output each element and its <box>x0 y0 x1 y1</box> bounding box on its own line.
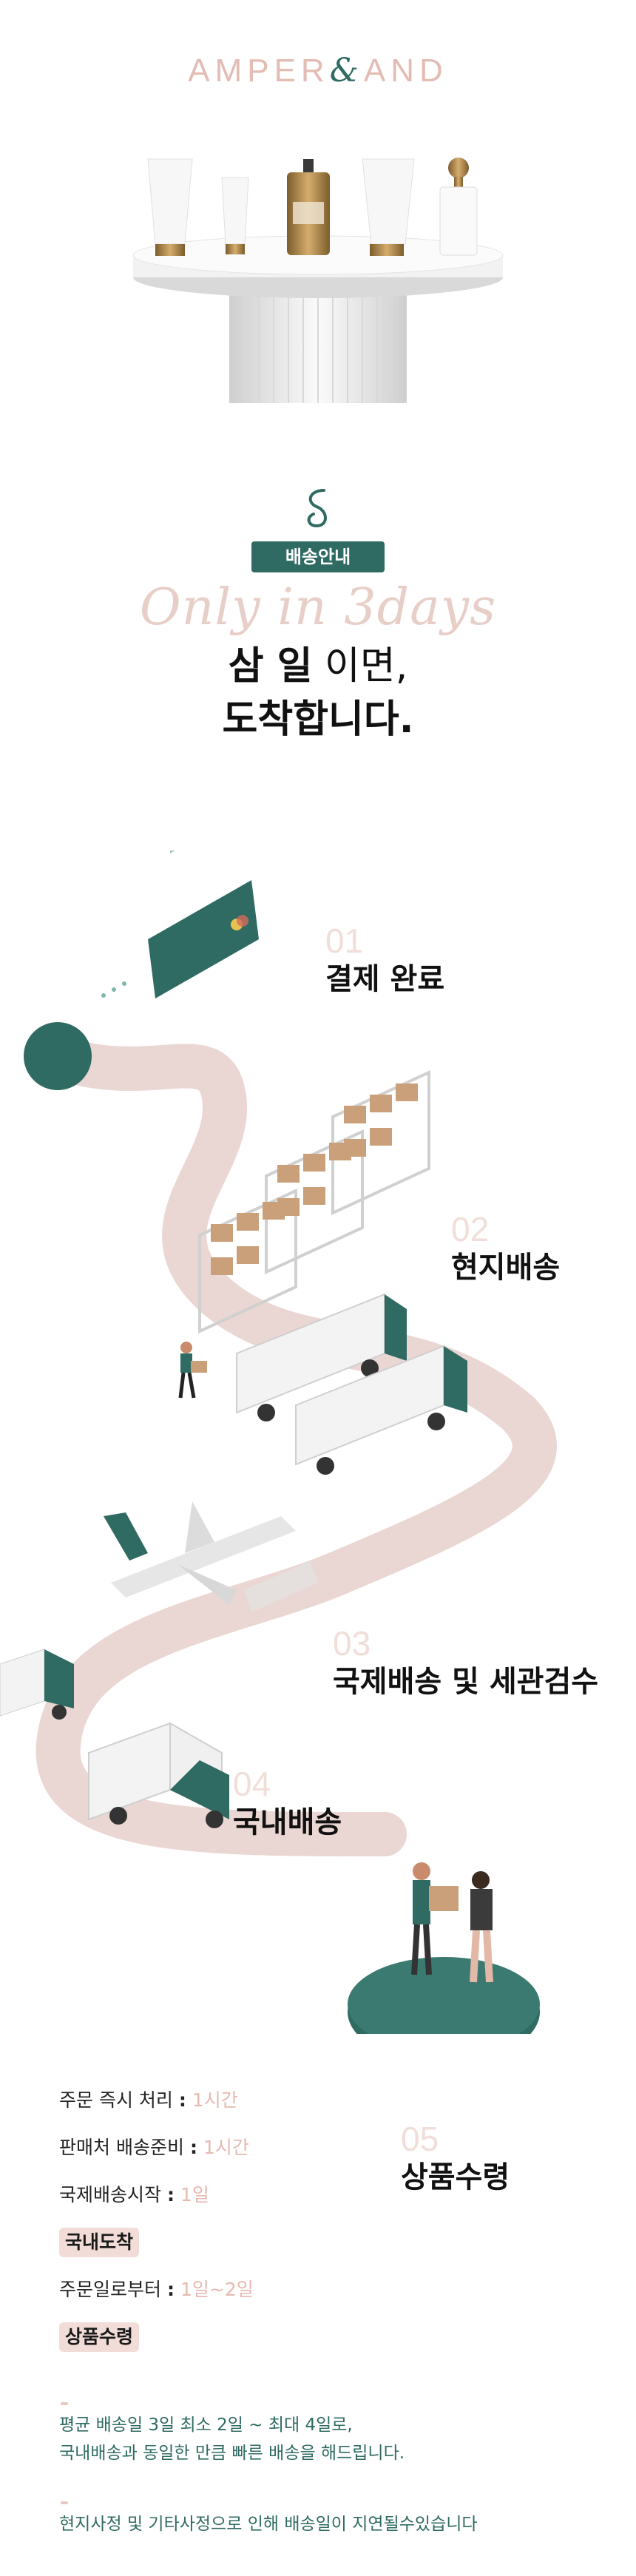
schedule-row: 국제배송시작:1일 <box>59 2184 209 2205</box>
delivery-truck-domestic <box>88 1722 229 1828</box>
headline-line1: 삼 일 이면, <box>0 640 636 693</box>
step-1: 01 결제 완료 <box>325 921 444 998</box>
credit-card-icon <box>101 851 259 998</box>
step-number: 04 <box>233 1765 271 1803</box>
schedule-label: 주문일로부터 <box>59 2279 162 2300</box>
step-number: 05 <box>401 2120 439 2158</box>
step-title: 결제 완료 <box>325 962 445 996</box>
schedule-label: 판매처 배송준비 <box>59 2137 184 2158</box>
delivery-truck <box>236 1293 467 1475</box>
step-5: 05 상품수령 <box>401 2119 510 2196</box>
headline: 삼 일 이면, 도착합니다. <box>0 640 636 746</box>
note-dot <box>61 2501 68 2504</box>
schedule-value: 1일 <box>180 2184 209 2205</box>
step-title: 현지배송 <box>451 1251 561 1285</box>
airplane <box>104 1501 318 1612</box>
note-delay: 현지사정 및 기타사정으로 인해 배송일이 지연될수있습니다 <box>59 2510 478 2538</box>
product-pedestal <box>132 158 504 403</box>
schedule-row: 판매처 배송준비:1시간 <box>59 2137 249 2158</box>
brand-prefix: AMPER <box>188 53 330 89</box>
schedule-tag: 국내도착 <box>59 2228 140 2257</box>
step-number: 03 <box>333 1624 371 1663</box>
worker-figure <box>178 1342 207 1399</box>
schedule-row: 주문 즉시 처리:1시간 <box>59 2089 238 2111</box>
step-title: 국제배송 및 세관검수 <box>333 1665 599 1699</box>
schedule-row: 상품수령 <box>59 2322 140 2352</box>
delivery-person <box>411 1862 493 1983</box>
note-line: 국내배송과 동일한 만큼 빠른 배송을 해드립니다. <box>59 2444 405 2463</box>
schedule-row: 주문일로부터:1일~2일 <box>59 2279 254 2300</box>
brand-suffix: AND <box>363 53 448 89</box>
note-line: 평균 배송일 3일 최소 2일 ~ 최대 4일로, <box>59 2416 353 2435</box>
note-line: 현지사정 및 기타사정으로 인해 배송일이 지연될수있습니다 <box>59 2515 478 2534</box>
delivery-truck-left <box>0 1649 74 1720</box>
schedule-tag: 상품수령 <box>59 2322 140 2352</box>
headline-line2: 도착합니다. <box>222 697 414 742</box>
script-title: Only in 3days <box>139 578 497 637</box>
ampersand-logo: & <box>329 52 364 89</box>
schedule-label: 국제배송시작 <box>59 2184 162 2205</box>
step-2: 02 현지배송 <box>451 1209 560 1286</box>
schedule-value: 1시간 <box>203 2137 249 2158</box>
step-3: 03 국제배송 및 세관검수 <box>333 1623 598 1700</box>
schedule-row: 국내도착 <box>59 2228 140 2257</box>
step-title: 국내배송 <box>233 1805 342 1839</box>
delivery-route-illustration <box>0 851 557 2034</box>
schedule-label: 주문 즉시 처리 <box>59 2089 173 2111</box>
step-number: 01 <box>325 922 364 960</box>
headline-bold: 삼 일 <box>228 644 313 689</box>
step-number: 02 <box>451 1210 490 1248</box>
step-title: 상품수령 <box>401 2160 510 2194</box>
brand-logo: AMPER&AND <box>0 52 636 89</box>
note-dot <box>61 2402 68 2405</box>
badge-shipping-info: 배송안내 <box>251 541 385 572</box>
headline-light: 이면, <box>312 644 408 689</box>
note-average: 평균 배송일 3일 최소 2일 ~ 최대 4일로, 국내배송과 동일한 만큼 빠… <box>59 2411 405 2467</box>
schedule-value: 1시간 <box>192 2089 238 2111</box>
schedule-value: 1일~2일 <box>180 2279 254 2300</box>
ampersand-symbol-icon <box>307 489 327 528</box>
step-4: 04 국내배송 <box>233 1764 342 1841</box>
